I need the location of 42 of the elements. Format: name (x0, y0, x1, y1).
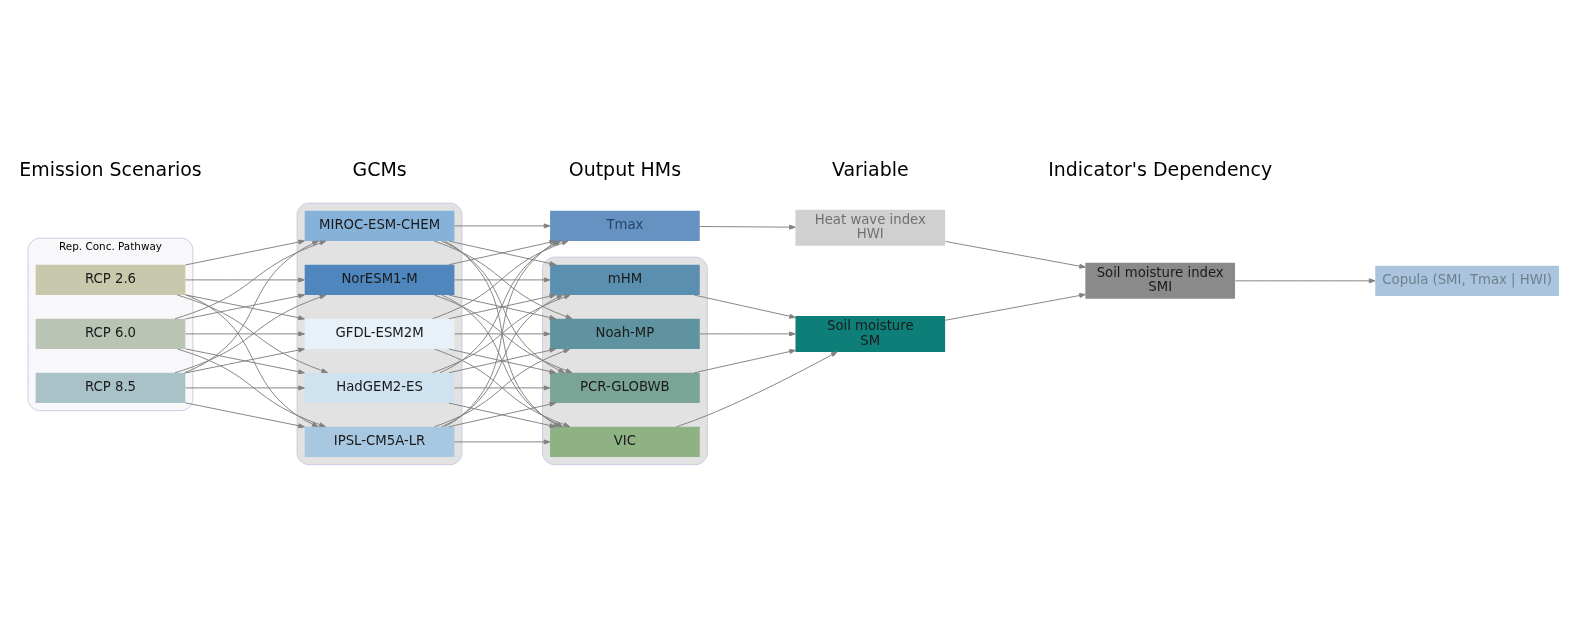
node-box: IPSL-CM5A-LR (304, 426, 455, 457)
node-box: Tmax (550, 210, 700, 241)
arrow (454, 384, 551, 390)
node-box: mHM (550, 264, 700, 295)
node-box: VIC (550, 426, 700, 457)
node-box: Soil moisture index SMI (1085, 262, 1236, 299)
arrow (454, 438, 551, 444)
node-box: NorESM1-M (304, 264, 455, 295)
node-box: GFDL-ESM2M (304, 318, 455, 349)
node-box: RCP 2.6 (35, 264, 186, 295)
node-box: Noah-MP (550, 318, 700, 349)
arrow (185, 330, 305, 336)
label: Variable (831, 157, 909, 180)
arrow (185, 401, 305, 428)
label: GCMs (352, 157, 407, 180)
node-box: Heat wave index HWI (795, 209, 946, 246)
arrow (185, 276, 305, 282)
arrow (185, 384, 305, 390)
arrow (699, 330, 796, 336)
arrow (699, 224, 796, 230)
arrow (185, 239, 305, 265)
arrow (676, 350, 838, 427)
node-box: HadGEM2-ES (304, 372, 455, 403)
arrow (454, 222, 551, 228)
arrow (174, 240, 327, 319)
node-box: RCP 8.5 (35, 372, 186, 403)
node-box: MIROC-ESM-CHEM (304, 210, 455, 241)
label: Output HMs (568, 157, 682, 180)
arrow (177, 348, 326, 427)
arrow (185, 293, 319, 427)
arrow (693, 348, 796, 373)
node-box: Copula (SMI, Tmax | HWI) (1375, 265, 1560, 296)
label: Indicator's Dependency (1048, 157, 1273, 180)
node-box: PCR-GLOBWB (550, 372, 700, 403)
node-box: RCP 6.0 (35, 318, 186, 349)
label: Emission Scenarios (19, 157, 202, 180)
arrow (693, 294, 796, 319)
arrow (1234, 277, 1376, 283)
arrow (944, 292, 1086, 321)
node-box: Soil moisture SM (795, 315, 946, 352)
arrow (944, 240, 1086, 269)
arrow (184, 240, 319, 373)
